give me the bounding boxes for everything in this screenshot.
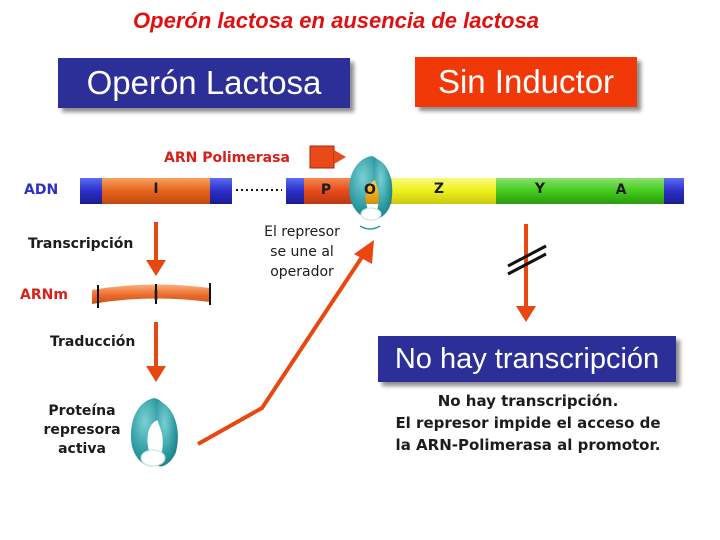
- transcripcion-arrow: [146, 222, 166, 276]
- repressor-protein-icon: [131, 398, 178, 466]
- dna-p-start: [286, 178, 304, 204]
- dna-right-cap: [664, 178, 684, 204]
- represor-une-label: El represor se une al operador: [250, 222, 354, 282]
- dna-i-end: [210, 178, 232, 204]
- represor-line-1: El represor: [250, 222, 354, 242]
- arnm-label: ARNm: [20, 287, 68, 303]
- represor-line-3: operador: [250, 262, 354, 282]
- traduccion-arrow: [146, 322, 166, 382]
- page-title: Operón lactosa en ausencia de lactosa: [0, 8, 672, 34]
- proteina-represora-label: Proteína represora activa: [36, 402, 128, 459]
- proteina-line-1: Proteína: [36, 402, 128, 421]
- arn-polimerasa-label: ARN Polimerasa: [164, 150, 290, 166]
- gene-i-label: I: [146, 181, 166, 197]
- gene-z-label: Z: [429, 181, 449, 197]
- gene-o-label: O: [360, 182, 380, 198]
- gene-y-label: Y: [530, 181, 550, 197]
- explanation-line-2: El represor impide el acceso de: [372, 412, 684, 434]
- arn-polimerasa-box: [310, 146, 334, 168]
- adn-label: ADN: [24, 182, 58, 198]
- arn-polimerasa-arrowhead: [334, 150, 346, 164]
- explanation-line-1: No hay transcripción.: [372, 390, 684, 412]
- gene-p-label: P: [316, 182, 336, 198]
- explanation-line-3: la ARN-Polimerasa al promotor.: [372, 434, 684, 456]
- arnm-i-label: I: [146, 288, 166, 304]
- operon-banner: Operón Lactosa: [58, 58, 350, 108]
- sin-inductor-banner: Sin Inductor: [415, 57, 637, 107]
- proteina-line-2: represora: [36, 421, 128, 440]
- transcripcion-label: Transcripción: [28, 236, 133, 252]
- traduccion-label: Traducción: [50, 334, 135, 350]
- represor-line-2: se une al: [250, 242, 354, 262]
- blocked-transcription-arrow: [508, 224, 546, 322]
- dna-left-cap: [80, 178, 102, 204]
- no-hay-banner: No hay transcripción: [378, 336, 676, 382]
- explanation-text: No hay transcripción. El represor impide…: [372, 390, 684, 456]
- proteina-line-3: activa: [36, 440, 128, 459]
- gene-a-label: A: [611, 182, 631, 198]
